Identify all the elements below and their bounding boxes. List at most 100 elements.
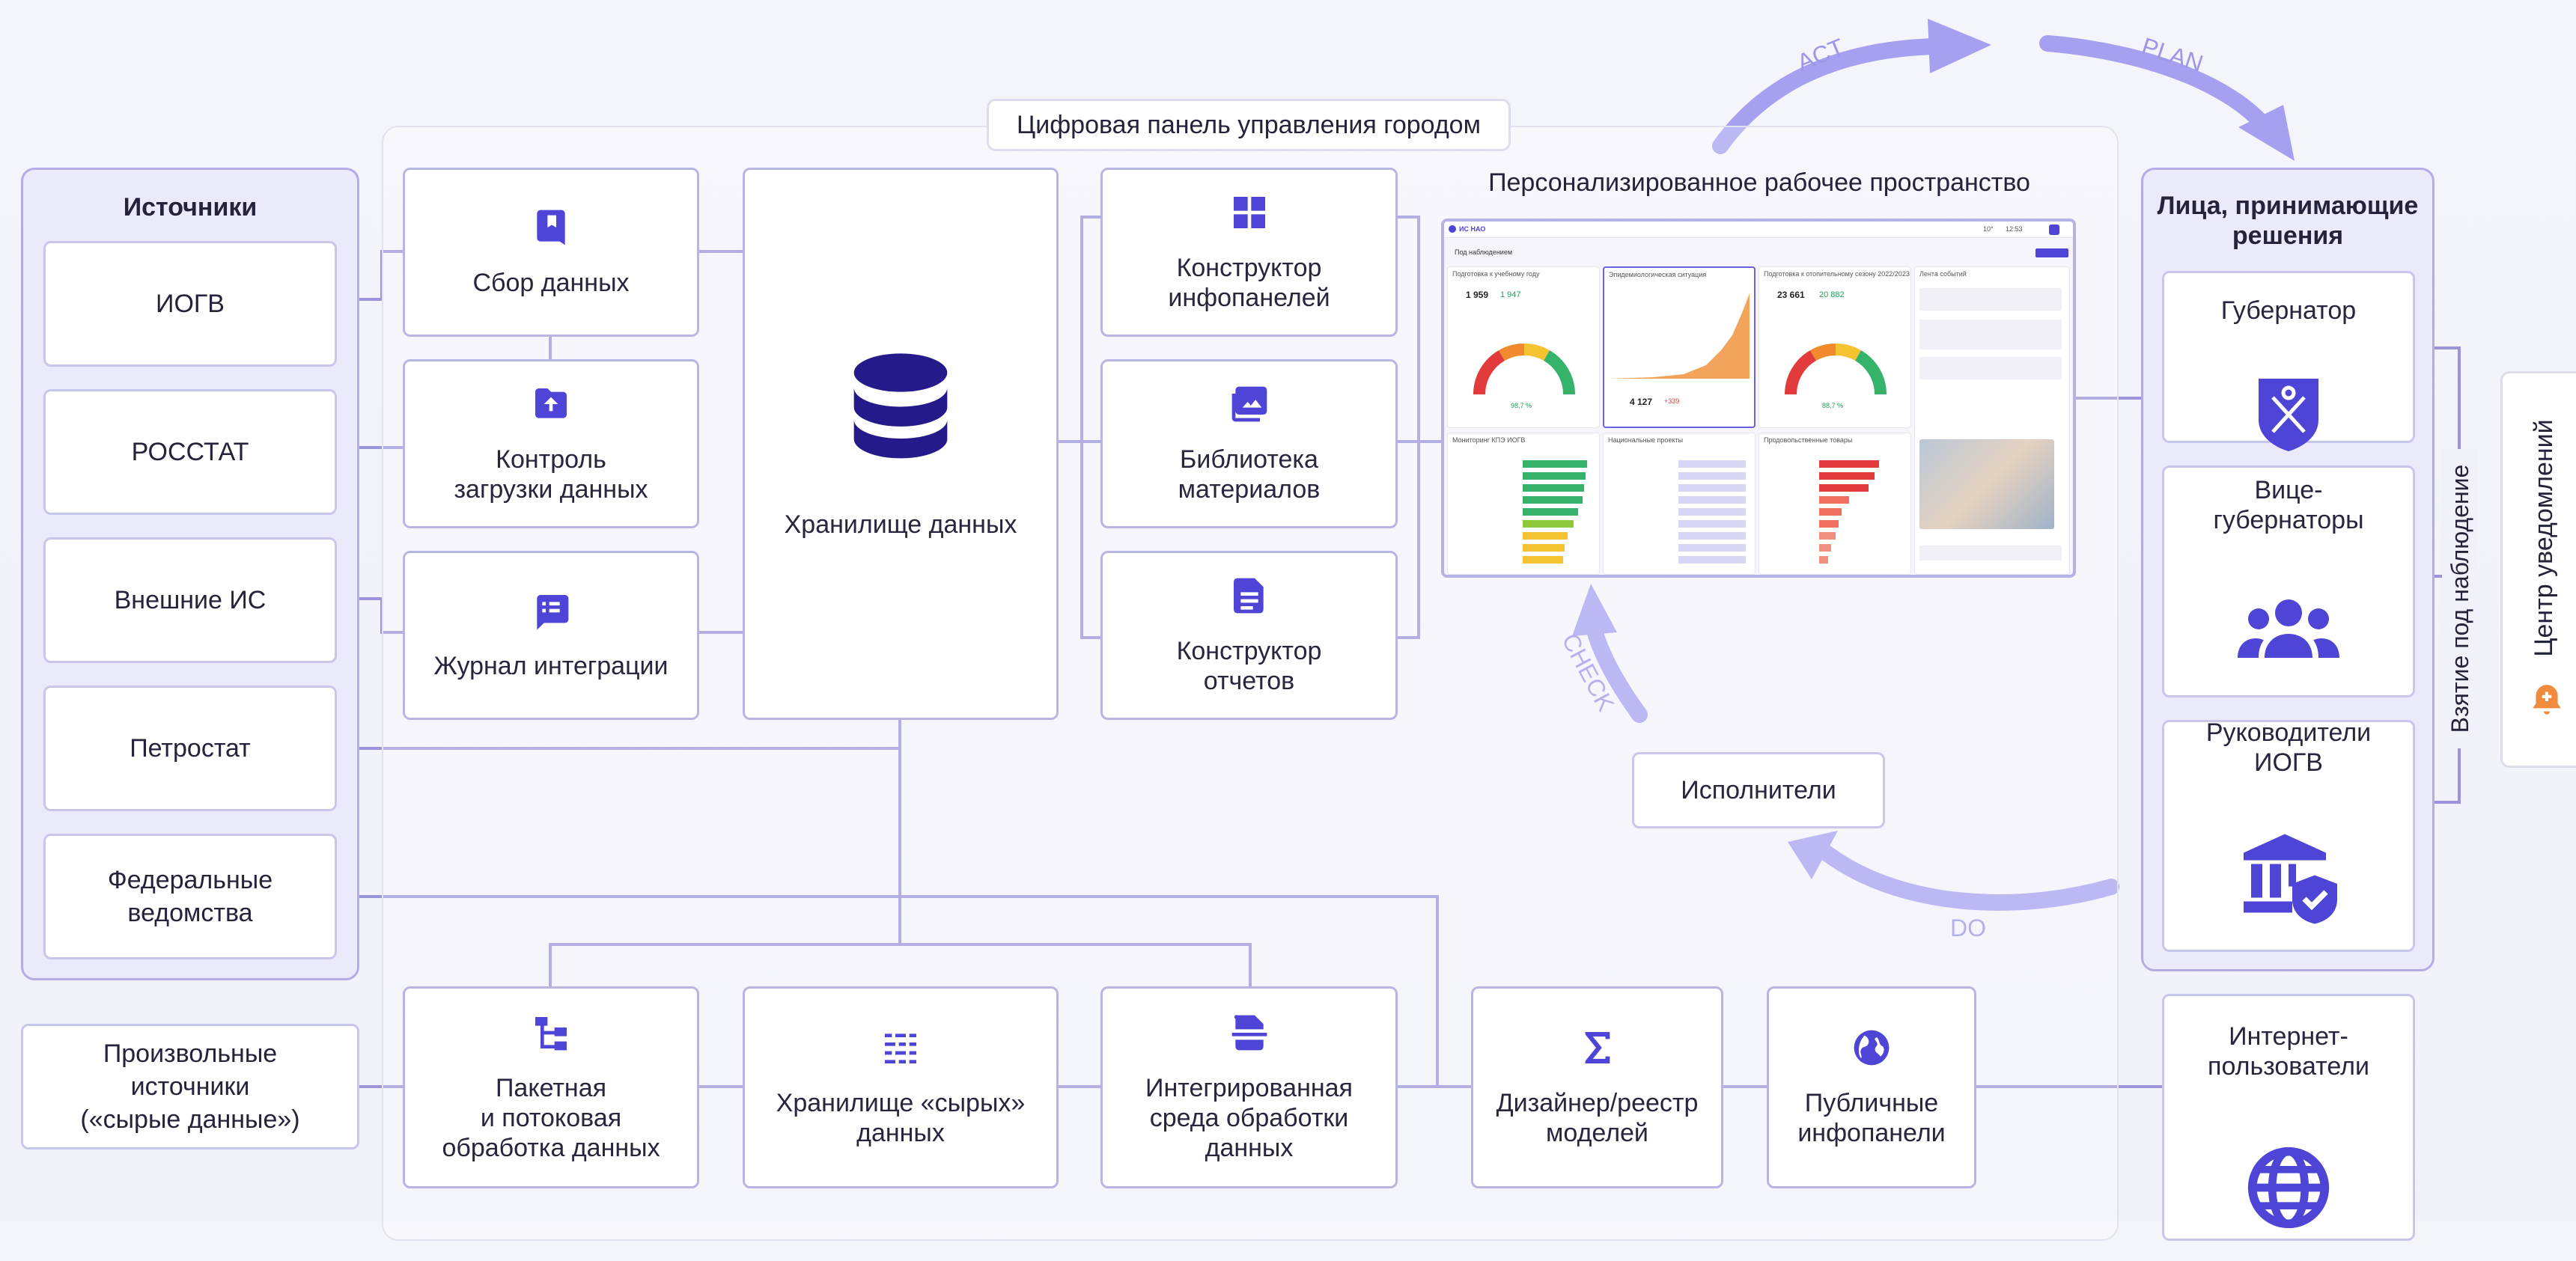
vice-governors-card[interactable]: Вице- губернаторы xyxy=(2162,465,2415,697)
dashboard-topbar: ИС НАО 10° 12:53 xyxy=(1444,222,2073,238)
ide-card[interactable]: Интегрированная среда обработки данных xyxy=(1100,986,1398,1188)
arbitrary-sources[interactable]: Произвольные источники («сырые данные») xyxy=(21,1024,359,1149)
platform-title: Цифровая панель управления городом xyxy=(987,99,1511,151)
upload-control-card[interactable]: Контроль загрузки данных xyxy=(403,359,699,528)
source-external-is[interactable]: Внешние ИС xyxy=(43,537,337,663)
card-national-projects: Национальные проекты xyxy=(1603,433,1756,575)
card-national-projects-title: Национальные проекты xyxy=(1608,436,1684,444)
app-name: ИС НАО xyxy=(1459,225,1486,233)
government-building-icon xyxy=(2240,800,2337,954)
pdca-do-label: DO xyxy=(1950,915,1986,941)
card-heating-sub: 20 882 xyxy=(1819,290,1845,299)
internet-users-card[interactable]: Интернет- пользователи xyxy=(2162,994,2415,1241)
card-epidemic: Эпидемиологическая ситуация 4 127 +339 xyxy=(1603,266,1756,428)
image-library-icon xyxy=(1228,383,1270,425)
integration-journal-card[interactable]: Журнал интеграции xyxy=(403,551,699,720)
globe-icon xyxy=(2245,1114,2332,1261)
bookmark-icon xyxy=(530,207,572,248)
clock: 12:53 xyxy=(2006,225,2023,233)
group-icon xyxy=(2238,568,2339,688)
weather: 10° xyxy=(1983,225,1994,233)
raw-storage-card[interactable]: Хранилище «сырых» данных xyxy=(743,986,1059,1188)
event-row xyxy=(1919,357,2062,379)
card-school-year-sub: 1 947 xyxy=(1500,290,1521,299)
monitoring-label[interactable]: Взятие под наблюдение xyxy=(2446,464,2473,733)
dashboard-screenshot: ИС НАО 10° 12:53 Под наблюдением Подгото… xyxy=(1441,219,2076,578)
event-photo xyxy=(1919,439,2054,529)
folder-upload-icon xyxy=(530,383,572,425)
card-events: Лента событий xyxy=(1914,266,2070,575)
card-epidemic-value: 4 127 xyxy=(1630,397,1653,407)
decision-makers-title: Лица, принимающие решения xyxy=(2157,192,2419,250)
card-kpi-title: Мониторинг КПЭ ИОГВ xyxy=(1452,436,1526,444)
card-school-year-value: 1 959 xyxy=(1466,290,1489,300)
materials-library-label: Библиотека материалов xyxy=(1178,445,1321,504)
data-storage-label: Хранилище данных xyxy=(784,510,1017,539)
document-code-icon xyxy=(1228,1012,1270,1054)
governor-label: Губернатор xyxy=(2220,296,2357,325)
event-row xyxy=(1919,288,2062,311)
raw-data-icon xyxy=(880,1027,922,1069)
bell-plus-icon xyxy=(2528,682,2566,723)
card-events-title: Лента событий xyxy=(1919,270,1967,278)
hierarchy-icon xyxy=(530,1012,572,1054)
source-iogv[interactable]: ИОГВ xyxy=(43,241,337,367)
card-epidemic-sub: +339 xyxy=(1664,397,1680,405)
source-federal[interactable]: Федеральные ведомства xyxy=(43,834,337,959)
card-food-products: Продовольственные товары xyxy=(1759,433,1911,575)
card-food-products-title: Продовольственные товары xyxy=(1764,436,1853,444)
executors-card[interactable]: Исполнители xyxy=(1632,752,1885,828)
integration-journal-label: Журнал интеграции xyxy=(433,652,669,680)
collect-data-card[interactable]: Сбор данных xyxy=(403,168,699,337)
epidemic-area-chart xyxy=(1609,293,1750,379)
sources-title: Источники xyxy=(123,193,258,222)
card-heating: Подготовка к отопительному сезону 2022/2… xyxy=(1759,266,1911,428)
monitoring-label-box xyxy=(2442,449,2478,748)
pdca-arrows xyxy=(1572,19,2295,911)
workspace-title: Персонализированное рабочее пространство xyxy=(1488,168,2030,197)
report-icon xyxy=(1228,575,1270,617)
card-heating-title: Подготовка к отопительному сезону 2022/2… xyxy=(1764,270,1910,278)
data-storage-card[interactable]: Хранилище данных xyxy=(743,168,1059,720)
card-school-year: Подготовка к учебному году 1 959 1 947 9… xyxy=(1447,266,1600,428)
food-bars xyxy=(1819,460,1879,564)
notification-center-label: Центр уведомлений xyxy=(2530,419,2558,657)
public-dashboards-label: Публичные инфопанели xyxy=(1797,1089,1946,1147)
database-icon xyxy=(835,348,966,480)
iogv-heads-card[interactable]: Руководители ИОГВ xyxy=(2162,718,2415,954)
executors-label: Исполнители xyxy=(1681,776,1836,804)
gauge-heating-value: 88,7 % xyxy=(1822,402,1844,409)
avatar xyxy=(2049,225,2059,235)
internet-users-label: Интернет- пользователи xyxy=(2208,1022,2369,1081)
governor-card[interactable]: Губернатор xyxy=(2162,271,2415,451)
city-emblem-icon xyxy=(2255,345,2322,483)
report-builder-label: Конструктор отчетов xyxy=(1176,637,1322,695)
projects-bars xyxy=(1678,460,1746,564)
report-builder-card[interactable]: Конструктор отчетов xyxy=(1100,551,1398,720)
gauge-heating xyxy=(1784,343,1887,395)
batch-processing-label: Пакетная и потоковая обработка данных xyxy=(442,1074,660,1162)
connector-lines xyxy=(249,168,2461,1088)
dashboard-tab[interactable]: Под наблюдением xyxy=(1455,248,1513,256)
models-card[interactable]: Дизайнер/реестр моделей xyxy=(1471,986,1723,1188)
journal-icon xyxy=(530,590,572,632)
kpi-bars xyxy=(1523,460,1587,564)
materials-library-card[interactable]: Библиотека материалов xyxy=(1100,359,1398,528)
card-heating-value: 23 661 xyxy=(1777,290,1805,300)
card-kpi: Мониторинг КПЭ ИОГВ xyxy=(1447,433,1600,575)
vice-governors-label: Вице- губернаторы xyxy=(2213,476,2364,534)
source-petrostat[interactable]: Петростат xyxy=(43,686,337,811)
source-rosstat[interactable]: РОССТАТ xyxy=(43,389,337,515)
ide-label: Интегрированная среда обработки данных xyxy=(1145,1074,1353,1162)
card-epidemic-title: Эпидемиологическая ситуация xyxy=(1609,271,1707,278)
event-row xyxy=(1919,320,2062,349)
collect-data-label: Сбор данных xyxy=(472,269,630,297)
iogv-heads-label: Руководители ИОГВ xyxy=(2205,718,2372,777)
card-school-year-title: Подготовка к учебному году xyxy=(1452,270,1540,278)
batch-processing-card[interactable]: Пакетная и потоковая обработка данных xyxy=(403,986,699,1188)
notification-center-tab[interactable]: Центр уведомлений xyxy=(2500,371,2576,768)
dashboard-action-button[interactable] xyxy=(2035,248,2068,257)
dashboard-builder-card[interactable]: Конструктор инфопанелей xyxy=(1100,168,1398,337)
gauge-school-year xyxy=(1473,343,1576,395)
public-dashboards-card[interactable]: Публичные инфопанели xyxy=(1767,986,1976,1188)
